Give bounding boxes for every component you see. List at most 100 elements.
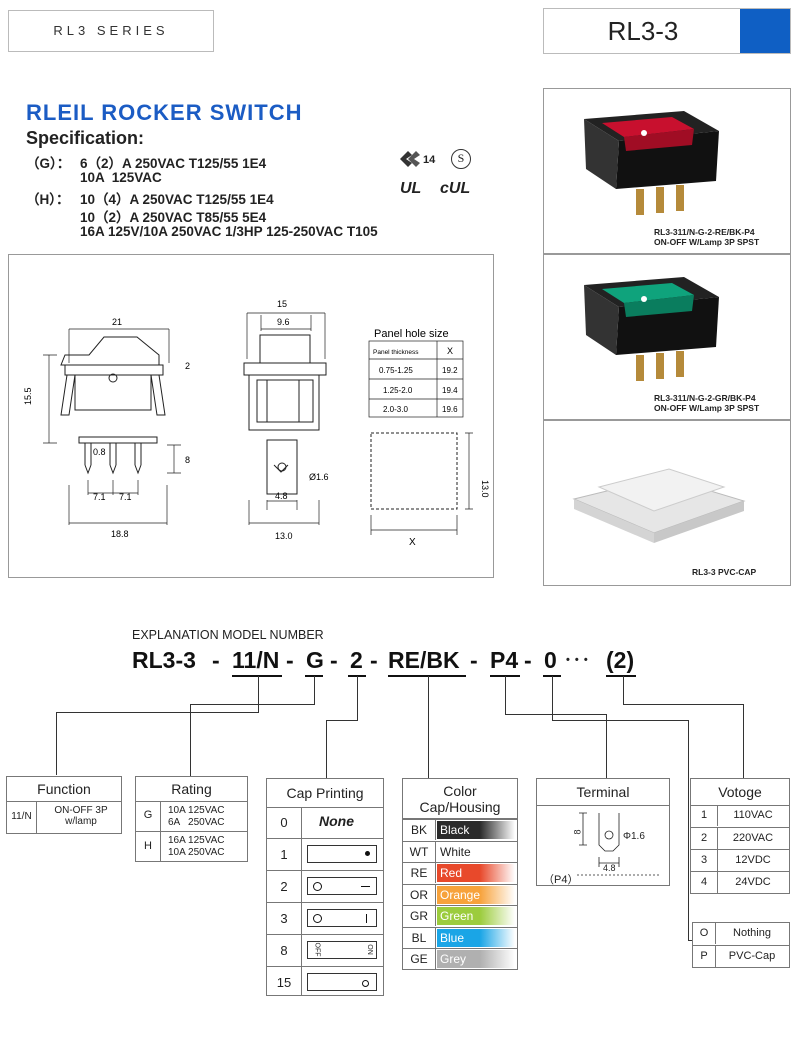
spec-h1: 10（4）A 250VAC T125/55 1E4 (80, 192, 274, 207)
panel-row-2-x: 19.4 (442, 386, 458, 395)
part-color: RE/BK (388, 647, 460, 673)
underline-cap-option (606, 675, 636, 677)
on-label: ON (365, 944, 373, 955)
panel-row-3-t: 2.0-3.0 (383, 405, 408, 414)
rating-g-2: 6A 250VAC (168, 817, 225, 828)
voltage-value: 220VAC (732, 832, 774, 844)
part-dots: • • • (566, 654, 589, 666)
panel-row-1-x: 19.2 (442, 366, 458, 375)
accent-block (740, 9, 790, 53)
voltage-row: 3 12VDC (691, 849, 789, 871)
panel-header-x: X (447, 346, 453, 356)
color-name: Green (437, 907, 515, 925)
dim-7-1a: 7.1 (93, 492, 106, 502)
connector-rating-h (190, 704, 315, 705)
function-desc: ON-OFF 3P w/lamp (54, 805, 108, 827)
function-table: Function 11/N ON-OFF 3P w/lamp (6, 776, 122, 834)
rating-g-1: 10A 125VAC (168, 805, 225, 816)
function-code: 11/N (7, 801, 37, 833)
cap-option-code: O (693, 923, 716, 944)
red-caption-1: RL3-311/N-G-2-RE/BK-P4 (654, 227, 755, 237)
color-name: Black (437, 821, 515, 839)
explanation-heading: EXPLANATION MODEL NUMBER (132, 628, 324, 642)
dim-2: 2 (185, 361, 190, 371)
underline-color (388, 675, 466, 677)
hole-x: X (409, 537, 416, 548)
part-cap-option: (2) (606, 647, 635, 673)
photo-green-switch: RL3-311/N-G-2-GR/BK-P4 ON-OFF W/Lamp 3P … (543, 254, 791, 420)
voltage-code: 4 (691, 872, 718, 893)
terminal-icon (577, 812, 659, 876)
connector-rating-drop (190, 704, 191, 776)
color-code: OR (403, 884, 436, 905)
part-rating: G (306, 647, 324, 673)
part-voltage: 0 (544, 647, 557, 673)
dim-15-5: 15.5 (23, 387, 33, 405)
technical-drawing: 21 15.5 2 8 0.8 7.1 7.1 18.8 15 9.6 Ø1.6… (8, 254, 494, 578)
voltage-code: 2 (691, 828, 718, 849)
model-code-box: RL3-3 (543, 8, 791, 54)
part-function: 11/N (232, 647, 280, 673)
green-caption-1: RL3-311/N-G-2-GR/BK-P4 (654, 393, 756, 403)
cap-option-row: O Nothing (693, 923, 789, 945)
panel-header-thickness: Panel thickness (373, 349, 419, 356)
connector-function-h (56, 712, 259, 713)
connector-cap-v (357, 676, 358, 720)
ce-number: 14 (423, 154, 436, 166)
terminal-d: Φ1.6 (623, 831, 645, 842)
model-code: RL3-3 (607, 16, 679, 46)
voltage-row: 2 220VAC (691, 827, 789, 849)
spec-heading: Specification: (26, 128, 145, 148)
connector-terminal-h (505, 714, 607, 715)
panel-row-2-t: 1.25-2.0 (383, 386, 413, 395)
panel-hole-title: Panel hole size (374, 328, 449, 340)
spec-g1: 6（2）A 250VAC T125/55 1E4 (80, 156, 267, 171)
bar-icon (366, 914, 367, 923)
rating-code-g: G (143, 809, 153, 821)
connector-capopt-drop (743, 704, 744, 778)
voltage-value: 12VDC (735, 854, 771, 866)
cap-row-0: 0 (280, 815, 288, 830)
dim-21: 21 (112, 317, 122, 327)
rating-h-1: 16A 125VAC (168, 835, 225, 846)
color-code: GR (403, 906, 436, 926)
part-cap: 2 (350, 647, 363, 673)
voltage-code: 1 (691, 805, 718, 826)
underline-terminal (490, 675, 520, 677)
voltage-code: 3 (691, 850, 718, 871)
part-dash-1: - (212, 647, 220, 673)
spec-h-prefix: （H）： (26, 192, 70, 207)
spec-g-prefix: （G）： (26, 156, 71, 171)
cap-none-label: None (319, 813, 354, 829)
terminal-h8: 8 (572, 829, 583, 835)
cap-row-3: 3 (280, 911, 288, 926)
ce-mark-icon: 14 (398, 148, 442, 170)
cap-option-value: Nothing (733, 927, 771, 939)
cap-print-small-circle (307, 973, 377, 991)
connector-voltage-stub (688, 940, 692, 941)
connector-cap-h (326, 720, 358, 721)
circle-icon (313, 882, 322, 891)
drawing-svg: 21 15.5 2 8 0.8 7.1 7.1 18.8 15 9.6 Ø1.6… (23, 299, 490, 548)
cap-row-8: 8 (280, 943, 288, 958)
terminal-title: Terminal (537, 779, 669, 806)
connector-cap-drop (326, 720, 327, 778)
dim-13-0: 13.0 (275, 531, 293, 541)
dim-0-8: 0.8 (93, 447, 106, 457)
spec-h2: 10（2）A 250VAC T85/55 5E4 (80, 210, 267, 225)
red-caption-2: ON-OFF W/Lamp 3P SPST (654, 237, 760, 247)
dim-18-8: 18.8 (111, 529, 129, 539)
small-circle-icon (362, 980, 369, 987)
connector-rating-v (314, 676, 315, 704)
spec-h3: 16A 125V/10A 250VAC 1/3HP 125-250VAC T10… (80, 224, 378, 239)
panel-row-1-t: 0.75-1.25 (379, 366, 413, 375)
connector-terminal-v (505, 676, 506, 714)
cap-printing-table: Cap Printing 0 None 1 2 3 8 OFF ON 15 (266, 778, 384, 996)
